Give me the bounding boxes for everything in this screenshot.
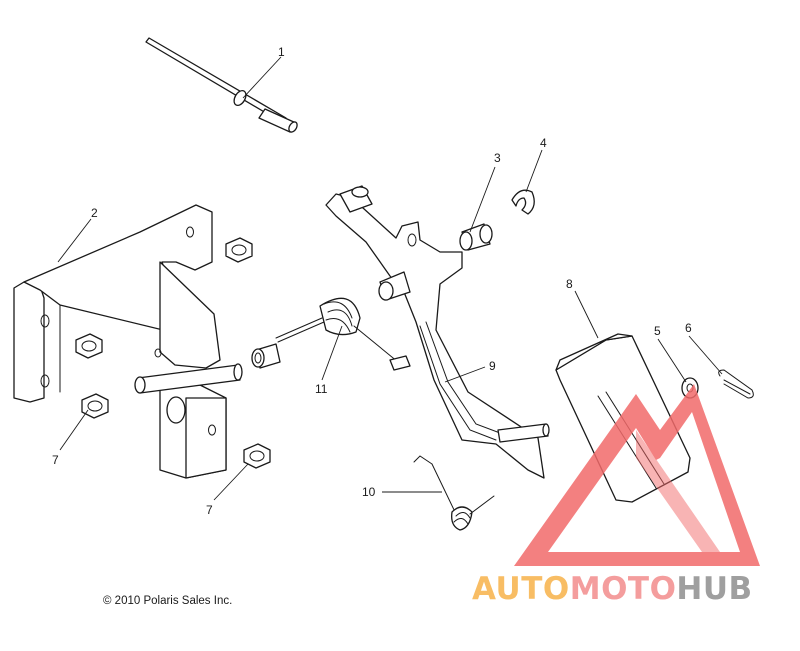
watermark-hub: HUB — [676, 571, 752, 607]
callout-7-bottom: 7 — [206, 503, 213, 517]
nut-top — [225, 237, 253, 263]
callout-9: 9 — [489, 359, 496, 373]
nut-left-lower — [81, 393, 109, 419]
nut-left-upper — [75, 333, 103, 359]
nut-bottom — [243, 443, 271, 469]
part-6-hairpin — [718, 369, 754, 399]
callout-5: 5 — [654, 324, 661, 338]
watermark-auto: AUTO — [472, 571, 570, 607]
part-1-pin — [145, 37, 298, 133]
callout-7-left: 7 — [52, 453, 59, 467]
watermark-moto: MOTO — [570, 571, 677, 607]
watermark-text: AUTOMOTOHUB — [472, 571, 753, 607]
callout-4: 4 — [540, 136, 547, 150]
callout-1: 1 — [278, 45, 285, 59]
copyright-text: © 2010 Polaris Sales Inc. — [103, 595, 232, 607]
callout-11: 11 — [315, 382, 328, 396]
callout-3: 3 — [494, 151, 501, 165]
callout-2: 2 — [91, 206, 98, 220]
part-10-spring — [413, 455, 495, 531]
part-2-bracket — [13, 204, 243, 479]
watermark-logo: AUTOMOTOHUB — [472, 384, 760, 607]
callout-8: 8 — [566, 277, 573, 291]
part-11-spring — [275, 297, 411, 371]
callout-labels: 1 2 3 4 5 6 7 7 8 9 10 11 — [52, 45, 692, 517]
part-4-clip — [511, 189, 535, 215]
callout-6: 6 — [685, 321, 692, 335]
part-3-bushing — [459, 223, 493, 251]
callout-10: 10 — [362, 485, 376, 499]
shaft-bushing — [251, 343, 281, 369]
part-9-pedal-lever — [325, 185, 550, 479]
watermark-triangle — [514, 384, 760, 566]
leader-lines — [57, 56, 723, 501]
part-7-nuts — [75, 237, 271, 469]
